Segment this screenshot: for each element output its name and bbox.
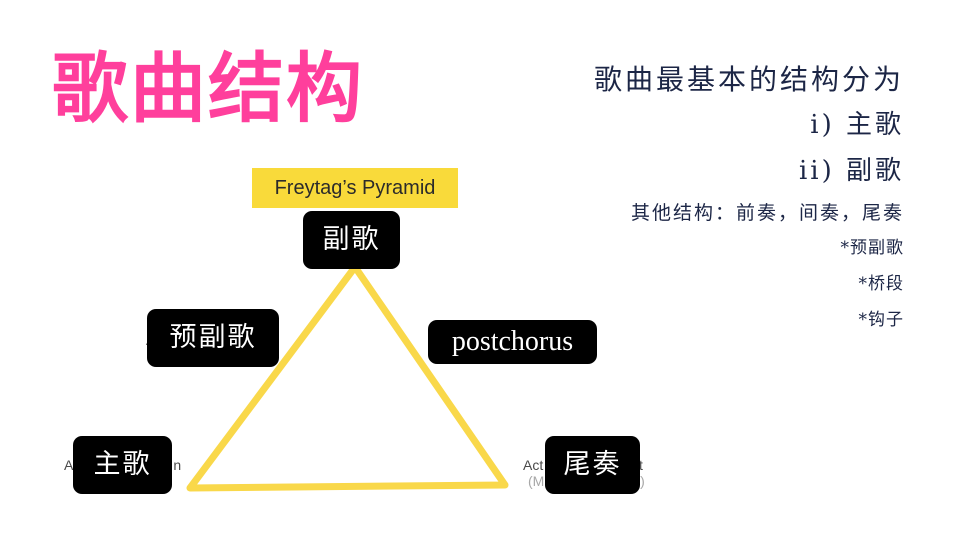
label-chorus: 副歌 xyxy=(303,211,400,269)
label-prechorus: 预副歌 xyxy=(147,309,279,367)
pyramid-banner: Freytag’s Pyramid xyxy=(252,168,458,208)
notes-item-prechorus: *预副歌 xyxy=(840,238,904,258)
label-outro: 尾奏 xyxy=(545,436,640,494)
pyramid-triangle xyxy=(186,263,509,492)
label-postchorus: postchorus xyxy=(428,320,597,364)
notes-item-verse: i) 主歌 xyxy=(810,110,904,140)
notes-intro: 歌曲最基本的结构分为 xyxy=(593,63,904,96)
notes-item-hook: *钩子 xyxy=(858,310,904,330)
notes-other-structures: 其他结构：前奏，间奏，尾奏 xyxy=(630,202,904,224)
page-title: 歌曲结构 xyxy=(52,44,364,133)
notes-item-bridge: *桥段 xyxy=(858,274,904,294)
notes-item-chorus: ii) 副歌 xyxy=(798,156,904,186)
label-verse: 主歌 xyxy=(73,436,172,494)
